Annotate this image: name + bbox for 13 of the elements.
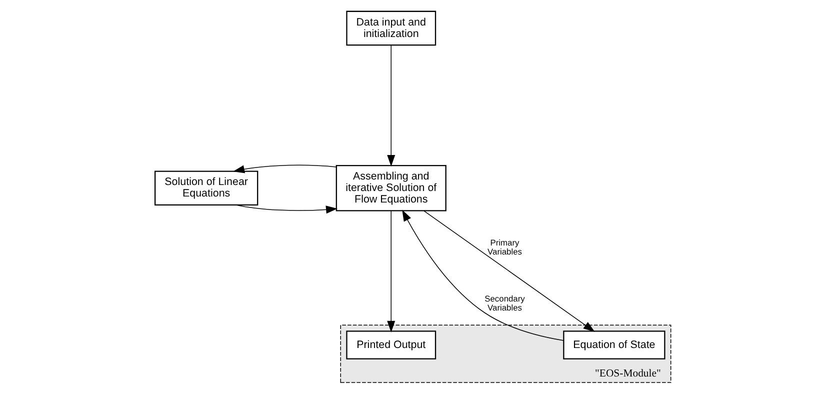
node-box: Printed Output — [346, 330, 436, 360]
edge-label: Primary Variables — [487, 237, 522, 257]
arrow — [386, 210, 395, 332]
node-box: Equation of State — [562, 330, 665, 360]
arrow — [235, 204, 337, 214]
arrow — [402, 210, 564, 341]
node-box: Data input and initialization — [346, 10, 436, 46]
arrow — [232, 164, 336, 174]
arrow — [386, 44, 395, 166]
node-box: Assembling and iterative Solution of Flow Equations — [335, 165, 446, 212]
edge-label: Secondary Variables — [484, 293, 524, 312]
arrow — [423, 210, 594, 332]
node-box: Solution of Linear Equations — [154, 170, 258, 206]
